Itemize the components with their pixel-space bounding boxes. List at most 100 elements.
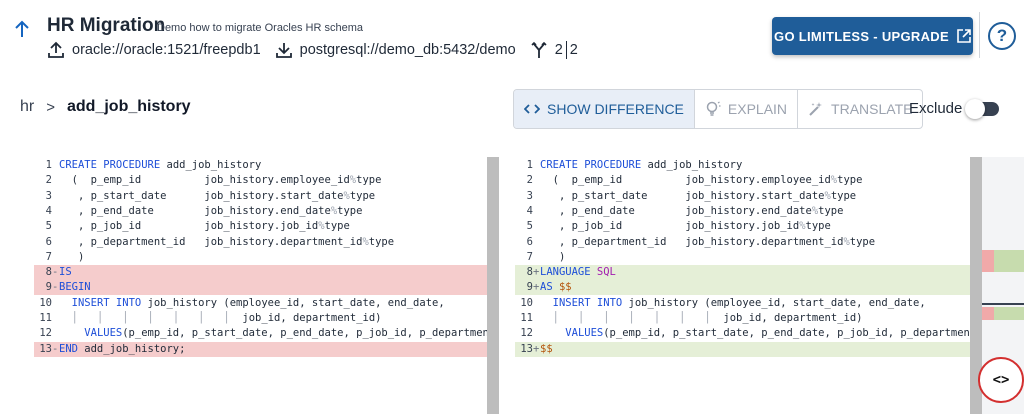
line-number: 12 [520, 327, 533, 340]
merge-right-count: 2 [569, 42, 578, 58]
target-code-line-8: 8+LANGUAGE SQL [515, 265, 970, 281]
line-number: 9 [45, 281, 52, 294]
code-text: INSERT INTO job_history (employee_id, st… [71, 296, 445, 309]
source-connection-text: oracle://oracle:1521/freepdb1 [72, 42, 261, 58]
source-code-line-12: 12 VALUES(p_emp_id, p_start_date, p_end_… [34, 326, 487, 341]
diff-marker: - [52, 342, 59, 355]
line-number: 6 [526, 235, 533, 248]
source-code-line-13: 13-END add_job_history; [34, 341, 487, 357]
source-code-line-6: 6 , p_department_id job_history.departme… [34, 235, 487, 250]
diff-marker [52, 204, 59, 219]
diff-marker [52, 173, 59, 188]
code-text: INSERT INTO job_history (employee_id, st… [552, 296, 926, 309]
code-text: LANGUAGE SQL [540, 266, 616, 279]
target-code-line-10: 10 INSERT INTO job_history (employee_id,… [515, 296, 970, 311]
line-number: 4 [526, 204, 533, 217]
target-pane-scrollbar[interactable] [970, 157, 982, 414]
magic-wand-icon [808, 101, 824, 117]
code-text: END add_job_history; [59, 342, 186, 355]
open-external-icon [957, 29, 971, 43]
line-number: 10 [520, 296, 533, 309]
breadcrumb-root[interactable]: hr [20, 98, 35, 115]
target-code-line-13: 13+$$ [515, 341, 970, 357]
code-text: CREATE PROCEDURE add_job_history [59, 159, 262, 171]
diff-marker [533, 296, 540, 311]
line-number: 3 [45, 189, 52, 202]
target-code-line-2: 2 ( p_emp_id job_history.employee_id%typ… [515, 173, 970, 188]
target-code-line-4: 4 , p_end_date job_history.end_date%type [515, 204, 970, 219]
line-number: 11 [39, 312, 52, 324]
target-code-line-11: 11 │ │ │ │ │ │ │ job_id, department_id) [515, 311, 970, 326]
source-code-line-2: 2 ( p_emp_id job_history.employee_id%typ… [34, 173, 487, 188]
line-number: 2 [526, 174, 533, 187]
line-number: 1 [526, 159, 533, 171]
target-code-line-1: 1 CREATE PROCEDURE add_job_history [515, 158, 970, 173]
code-text: ( p_emp_id job_history.employee_id%type [59, 174, 382, 187]
diff-marker [533, 173, 540, 188]
help-button[interactable]: ? [988, 22, 1016, 50]
diff-marker [533, 250, 540, 265]
diff-marker: + [533, 266, 540, 279]
code-icon [524, 103, 540, 115]
line-number: 10 [39, 296, 52, 309]
line-number: 7 [45, 250, 52, 263]
diff-marker [533, 219, 540, 234]
line-number: 11 [520, 312, 533, 324]
upgrade-button-label: GO LIMITLESS - UPGRADE [774, 28, 949, 44]
source-code-line-4: 4 , p_end_date job_history.end_date%type [34, 204, 487, 219]
translate-button[interactable]: TRANSLATE [798, 90, 922, 128]
upgrade-button[interactable]: GO LIMITLESS - UPGRADE [772, 17, 973, 55]
line-number: 4 [45, 204, 52, 217]
download-icon [275, 41, 295, 59]
breadcrumb: hr > add_job_history [20, 98, 191, 116]
source-pane-scrollbar[interactable] [487, 157, 499, 414]
diff-marker [52, 250, 59, 265]
code-text: , p_job_id job_history.job_id%type [540, 220, 831, 233]
diff-marker [533, 189, 540, 204]
diff-marker [52, 296, 59, 311]
merge-left-count: 2 [554, 42, 563, 58]
page-subtitle: Demo how to migrate Oracles HR schema [157, 22, 364, 34]
diff-marker: - [52, 266, 59, 279]
code-text: , p_start_date job_history.start_date%ty… [59, 189, 376, 202]
line-number: 3 [526, 189, 533, 202]
code-text: VALUES(p_emp_id, p_start_date, p_end_dat… [565, 327, 970, 340]
target-code-line-6: 6 , p_department_id job_history.departme… [515, 235, 970, 250]
code-view-fab[interactable]: <> [978, 357, 1024, 403]
source-code-line-7: 7 ) [34, 250, 487, 265]
source-code-line-5: 5 , p_job_id job_history.job_id%type [34, 219, 487, 234]
merge-counter: 2 2 [530, 41, 578, 59]
line-number: 8 [526, 266, 533, 279]
diff-marker [52, 189, 59, 204]
code-text: ) [59, 250, 85, 263]
overview-added-mark [994, 250, 1024, 272]
header-divider [979, 12, 980, 58]
line-number: 2 [45, 174, 52, 187]
target-code-line-9: 9+AS $$ [515, 280, 970, 296]
line-number: 12 [39, 327, 52, 340]
diff-marker [533, 158, 540, 173]
line-number: 8 [45, 266, 52, 279]
diff-marker [533, 311, 540, 326]
code-text: $$ [540, 342, 553, 355]
code-text: , p_department_id job_history.department… [540, 235, 876, 248]
diff-marker [52, 219, 59, 234]
source-code-line-8: 8-IS [34, 265, 487, 281]
overview-added-mark [994, 307, 1024, 320]
explain-label: EXPLAIN [727, 101, 788, 117]
line-number: 5 [526, 220, 533, 233]
target-code-line-12: 12 VALUES(p_emp_id, p_start_date, p_end_… [515, 326, 970, 341]
code-text: , p_end_date job_history.end_date%type [59, 204, 363, 217]
code-text: , p_job_id job_history.job_id%type [59, 220, 350, 233]
target-connection-text: postgresql://demo_db:5432/demo [299, 42, 516, 58]
back-arrow-icon[interactable] [14, 20, 30, 42]
explain-button[interactable]: EXPLAIN [695, 90, 799, 128]
source-code-line-10: 10 INSERT INTO job_history (employee_id,… [34, 296, 487, 311]
overview-cursor-mark [982, 303, 1024, 305]
breadcrumb-current: add_job_history [67, 98, 191, 115]
line-number: 6 [45, 235, 52, 248]
exclude-toggle[interactable] [965, 99, 999, 119]
show-difference-button[interactable]: SHOW DIFFERENCE [514, 90, 695, 128]
